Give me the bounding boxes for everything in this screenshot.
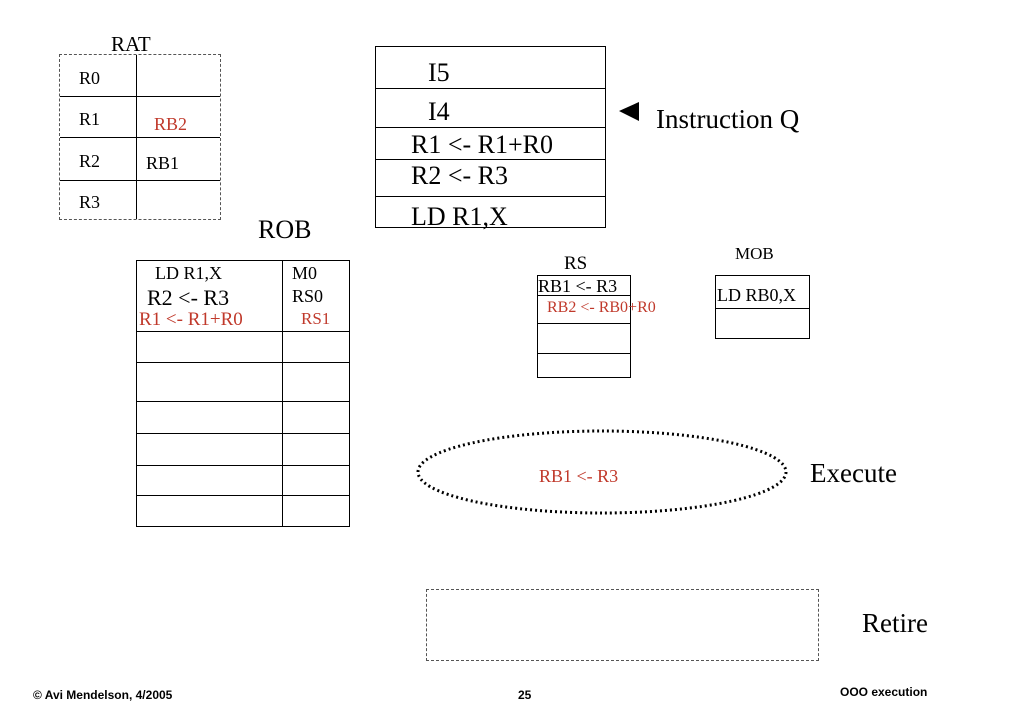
mob-title: MOB	[735, 244, 774, 263]
iq-entry-add: R1 <- R1+R0	[411, 130, 554, 159]
iq-entry-i5: I5	[428, 58, 450, 87]
rs-entry-1: RB2 <- RB0+R0	[547, 299, 656, 316]
rob-row-1-instr: R2 <- R3	[147, 285, 230, 310]
iq-entry-load: LD R1,X	[411, 202, 508, 231]
left-triangle-pointer-icon	[619, 102, 639, 121]
rat-reg-r2: R2	[79, 151, 101, 171]
rob-row-0-instr: LD R1,X	[155, 263, 222, 283]
iq-entry-i4: I4	[428, 97, 450, 126]
execute-label: Execute	[810, 458, 897, 488]
rob-row-1-tag: RS0	[292, 286, 324, 306]
execute-unit-ellipse	[416, 429, 788, 515]
rat-value-r1: RB2	[154, 114, 188, 134]
rat-table: R0 R1 RB2 R2 RB1 R3	[59, 54, 221, 220]
mob-table	[715, 275, 810, 339]
rat-title: RAT	[111, 32, 151, 56]
retire-box	[426, 589, 819, 661]
rob-title: ROB	[258, 215, 312, 244]
rob-row-2-instr: R1 <- R1+R0	[139, 309, 243, 330]
iq-entry-mov: R2 <- R3	[411, 161, 509, 190]
rob-row-2-tag: RS1	[301, 309, 331, 328]
rob-row-0-tag: M0	[292, 263, 318, 283]
retire-label: Retire	[862, 608, 928, 638]
rat-reg-r0: R0	[79, 68, 101, 88]
rs-title: RS	[564, 253, 588, 274]
instruction-queue: I5 I4 R1 <- R1+R0 R2 <- R3 LD R1,X	[375, 46, 606, 231]
footer-topic: OOO execution	[840, 685, 928, 699]
mob-entry-0: LD RB0,X	[717, 285, 797, 305]
rat-value-r2: RB1	[146, 153, 180, 173]
rs-entry-0: RB1 <- R3	[538, 276, 618, 296]
rs-table	[537, 275, 631, 378]
footer-copyright: © Avi Mendelson, 4/2005	[33, 688, 173, 702]
footer-page-number: 25	[518, 688, 532, 702]
rob-table: LD R1,X M0 R2 <- R3 RS0 R1 <- R1+R0 RS1	[136, 260, 350, 527]
rat-reg-r3: R3	[79, 192, 101, 212]
rat-reg-r1: R1	[79, 109, 101, 129]
instruction-q-label: Instruction Q	[656, 104, 800, 134]
execute-content: RB1 <- R3	[539, 466, 619, 486]
